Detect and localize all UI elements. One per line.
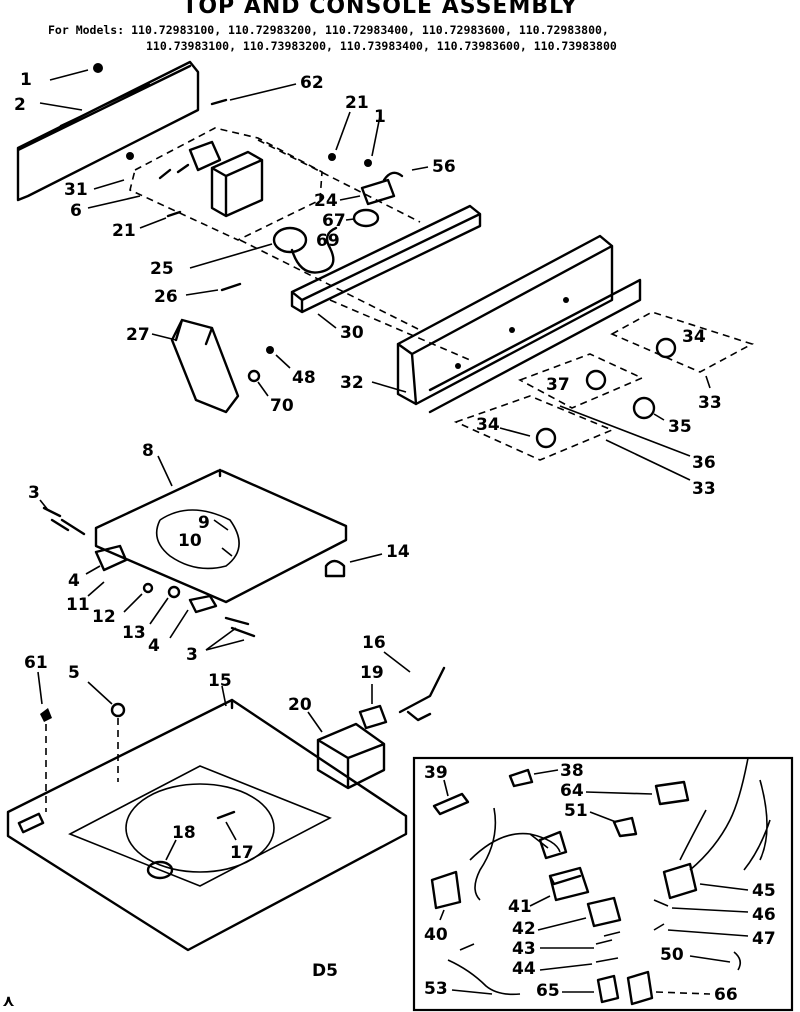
part-38-terminal xyxy=(508,768,534,788)
part-32-console xyxy=(396,234,642,414)
part-65-plug xyxy=(596,974,620,1004)
part-25-selector xyxy=(272,226,308,254)
part-34-knob xyxy=(655,337,677,359)
callout-56: 56 xyxy=(432,157,456,177)
callout-24: 24 xyxy=(314,191,338,211)
wiring-harness-inset xyxy=(412,756,794,1012)
callout-40: 40 xyxy=(424,925,448,945)
part-24-switch xyxy=(360,178,396,206)
callout-16: 16 xyxy=(362,633,386,653)
callout-47: 47 xyxy=(752,929,776,949)
part-18-switch xyxy=(146,860,174,880)
callout-3a: 3 xyxy=(28,483,40,503)
models-line-2: 110.73983100, 110.73983200, 110.73983400… xyxy=(146,39,617,53)
callout-33a: 33 xyxy=(698,393,722,413)
callout-34b: 34 xyxy=(476,415,500,435)
callout-19: 19 xyxy=(360,663,384,683)
models-label: For Models: xyxy=(48,23,125,37)
page-title: TOP AND CONSOLE ASSEMBLY xyxy=(182,0,578,19)
callout-10: 10 xyxy=(178,531,202,551)
callout-6: 6 xyxy=(70,201,82,221)
part-2-console-bracket xyxy=(16,60,200,202)
part-30-rail xyxy=(290,204,482,314)
callout-43: 43 xyxy=(512,939,536,959)
callout-53: 53 xyxy=(424,979,448,999)
callout-20: 20 xyxy=(288,695,312,715)
callout-51: 51 xyxy=(564,801,588,821)
callout-9: 9 xyxy=(198,513,210,533)
callout-30: 30 xyxy=(340,323,364,343)
part-66-plug xyxy=(626,970,654,1006)
part-20-switch-housing xyxy=(316,722,386,790)
part-15-top-panel xyxy=(6,698,408,952)
callout-5: 5 xyxy=(68,663,80,683)
callout-45: 45 xyxy=(752,881,776,901)
model-list: For Models: 110.72983100, 110.72983200, … xyxy=(48,22,748,54)
svg-text:⋏: ⋏ xyxy=(2,991,15,1010)
part-45-connector xyxy=(662,862,698,900)
part-34b-knob xyxy=(535,427,557,449)
callout-62: 62 xyxy=(300,73,324,93)
callout-67: 67 xyxy=(322,211,346,231)
callout-50: 50 xyxy=(660,945,684,965)
callout-21a: 21 xyxy=(345,93,369,113)
callout-65: 65 xyxy=(536,981,560,1001)
callout-70: 70 xyxy=(270,396,294,416)
callout-48: 48 xyxy=(292,368,316,388)
part-14-bumper xyxy=(324,559,346,578)
callout-17: 17 xyxy=(230,843,254,863)
part-42-relay xyxy=(586,896,622,928)
callout-11: 11 xyxy=(66,595,90,615)
part-1-screw xyxy=(93,63,103,73)
part-35-knob xyxy=(632,396,656,420)
callout-3b: 3 xyxy=(186,645,198,665)
callout-15: 15 xyxy=(208,671,232,691)
callout-41: 41 xyxy=(508,897,532,917)
part-39-connector xyxy=(432,792,470,816)
callout-25: 25 xyxy=(150,259,174,279)
callout-66: 66 xyxy=(714,985,738,1005)
callout-14: 14 xyxy=(386,542,410,562)
part-40-switch xyxy=(430,870,462,910)
callout-4a: 4 xyxy=(68,571,80,591)
part-27-end-cap xyxy=(170,318,240,414)
callout-1: 1 xyxy=(20,70,32,90)
part-67-knob xyxy=(352,208,380,228)
part-11-hinge xyxy=(94,544,128,572)
models-line-1: 110.72983100, 110.72983200, 110.72983400… xyxy=(131,23,609,37)
callout-37: 37 xyxy=(546,375,570,395)
callout-46: 46 xyxy=(752,905,776,925)
callout-26: 26 xyxy=(154,287,178,307)
callout-31: 31 xyxy=(64,180,88,200)
callout-34a: 34 xyxy=(682,327,706,347)
callout-39: 39 xyxy=(424,763,448,783)
callout-44: 44 xyxy=(512,959,536,979)
callout-1b: 1 xyxy=(374,107,386,127)
part-8-lid xyxy=(94,468,348,604)
part-62-screw xyxy=(210,98,228,106)
footer-code: D5 xyxy=(312,961,338,981)
callout-61: 61 xyxy=(24,653,48,673)
part-16-actuator xyxy=(398,666,446,722)
callout-32: 32 xyxy=(340,373,364,393)
part-6-timer xyxy=(210,150,264,218)
callout-13: 13 xyxy=(122,623,146,643)
callout-33b: 33 xyxy=(692,479,716,499)
callout-27: 27 xyxy=(126,325,150,345)
part-41-relay xyxy=(548,866,590,902)
callout-18: 18 xyxy=(172,823,196,843)
callout-2: 2 xyxy=(14,95,26,115)
callout-21b: 21 xyxy=(112,221,136,241)
callout-38: 38 xyxy=(560,761,584,781)
callout-64: 64 xyxy=(560,781,584,801)
callout-8: 8 xyxy=(142,441,154,461)
callout-36: 36 xyxy=(692,453,716,473)
callout-35: 35 xyxy=(668,417,692,437)
callout-12: 12 xyxy=(92,607,116,627)
callout-42: 42 xyxy=(512,919,536,939)
callout-4b: 4 xyxy=(148,636,160,656)
